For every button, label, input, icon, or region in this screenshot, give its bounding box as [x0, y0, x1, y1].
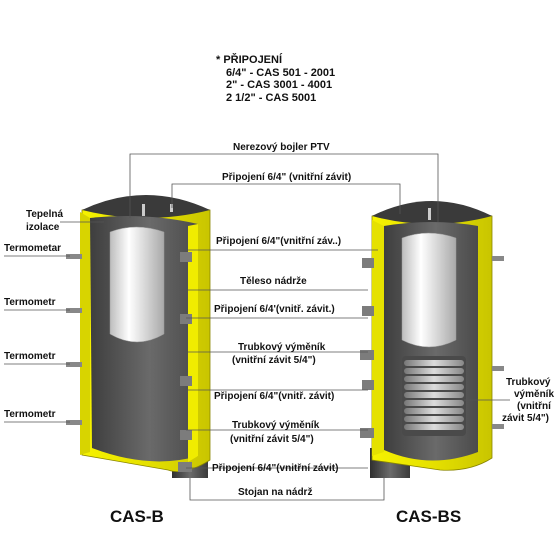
label-insulation-1: Tepelná: [26, 209, 63, 220]
label-thermometer: Termometr: [4, 409, 56, 420]
model-label-left: CAS-B: [110, 507, 164, 526]
port: [180, 252, 192, 262]
label-thermometer: Termometr: [4, 297, 56, 308]
label-right-exchanger-4: závit 5/4"): [502, 413, 549, 424]
label-connection-5: Připojení 6/4"(vnitřní závit): [212, 463, 338, 474]
port: [180, 376, 192, 386]
connections-note-title: * PŘIPOJENÍ: [216, 54, 283, 66]
thermometer-port: [492, 256, 504, 261]
port: [180, 314, 192, 324]
label-tank-body: Těleso nádrže: [240, 276, 307, 287]
stainless-boiler: [109, 226, 165, 343]
thermometer-port: [66, 308, 82, 313]
top-cap: [372, 201, 492, 224]
label-right-exchanger-1: Trubkový: [506, 377, 551, 388]
port: [180, 430, 192, 440]
label-connection-2: Připojení 6/4"(vnitřní záv..): [216, 236, 341, 247]
top-cap: [82, 195, 210, 218]
label-right-exchanger-3: (vnitřní: [517, 401, 552, 412]
label-exchanger-2b: (vnitřní závit 5/4"): [230, 434, 314, 445]
thermometer-port: [66, 362, 82, 367]
heat-exchanger-coil: [402, 356, 466, 436]
thermometer-port: [66, 254, 82, 259]
stainless-boiler: [401, 232, 457, 348]
label-exchanger-2a: Trubkový výměník: [232, 420, 320, 431]
label-connection-4: Připojení 6/4"(vnitř. závit): [214, 391, 334, 402]
port: [360, 428, 374, 438]
connections-note-line: 2" - CAS 3001 - 4001: [226, 79, 333, 91]
port: [362, 306, 374, 316]
port: [178, 462, 192, 472]
port: [362, 380, 374, 390]
label-connection-top: Připojení 6/4" (vnitřní závit): [222, 172, 351, 183]
label-exchanger-1b: (vnitřní závit 5/4"): [232, 355, 316, 366]
label-insulation-2: izolace: [26, 222, 60, 233]
thermometer-port: [492, 366, 504, 371]
label-thermometer: Termometar: [4, 243, 61, 254]
boiler-pipe: [428, 208, 431, 220]
connections-note: * PŘIPOJENÍ 6/4" - CAS 501 - 2001 2" - C…: [216, 54, 335, 104]
thermometer-port: [492, 424, 504, 429]
label-connection-3: Připojení 6/4'(vnitř. závit.): [214, 304, 335, 315]
tank-cas-bs: [360, 201, 504, 478]
tank-cas-b: [66, 195, 211, 478]
connections-note-line: 2 1/2" - CAS 5001: [226, 91, 317, 104]
port: [362, 258, 374, 268]
leader-lines: [4, 153, 510, 501]
boiler-pipe: [142, 204, 145, 216]
label-exchanger-1a: Trubkový výměník: [238, 342, 326, 353]
label-boiler: Nerezový bojler PTV: [233, 142, 330, 153]
label-thermometer: Termometr: [4, 351, 56, 362]
label-stand: Stojan na nádrž: [238, 487, 312, 498]
port: [360, 350, 374, 360]
connections-note-line: 6/4" - CAS 501 - 2001: [226, 66, 336, 79]
thermometer-port: [66, 420, 82, 425]
label-right-exchanger-2: výměník: [514, 389, 554, 400]
model-label-right: CAS-BS: [396, 507, 461, 526]
